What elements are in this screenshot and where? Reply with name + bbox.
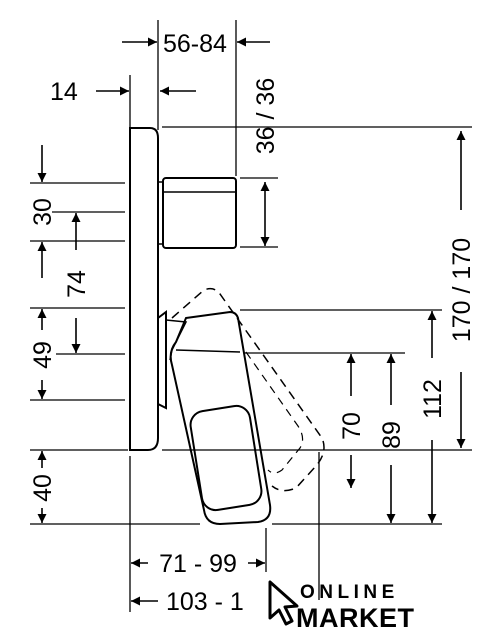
dim-label-112: 112 (419, 379, 447, 419)
dim-label-40: 40 (29, 474, 57, 502)
diverter-knob (162, 177, 237, 249)
dimension-arrows (37, 37, 466, 606)
online-market-logo: ONLINE MARKET (268, 580, 415, 633)
lever-handle (169, 310, 272, 526)
handle-base (157, 310, 167, 410)
dim-label-74: 74 (63, 270, 91, 298)
dim-label-70: 70 (338, 412, 366, 440)
dim-label-103: 103 - 1 (166, 588, 244, 616)
logo-text-online: ONLINE (300, 582, 399, 603)
lever-window (189, 404, 263, 512)
dim-label-170-170: 170 / 170 (448, 238, 476, 342)
dim-label-30: 30 (29, 198, 57, 226)
dim-label-36-36: 36 / 36 (252, 78, 280, 154)
logo-text-market: MARKET (296, 603, 415, 633)
dim-label-49: 49 (29, 341, 57, 369)
object-outline (129, 127, 272, 526)
wall-plate (129, 127, 159, 451)
cursor-icon (268, 580, 299, 626)
alternate-lever-position (171, 287, 325, 492)
dim-label-71-99: 71 - 99 (159, 550, 237, 578)
dim-label-56-84: 56-84 (163, 30, 227, 58)
dim-label-89: 89 (378, 421, 406, 449)
dim-label-14: 14 (50, 78, 78, 106)
extension-lines (30, 20, 472, 612)
